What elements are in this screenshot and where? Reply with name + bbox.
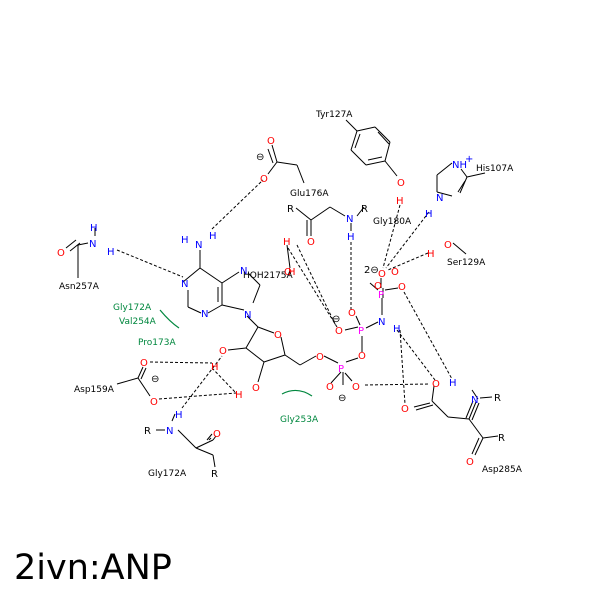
hydrophobic-arc-gly172: [159, 309, 180, 329]
gly180-h: H: [347, 232, 355, 243]
label-asp285: Asp285A: [482, 465, 523, 475]
asp285-r2: R: [498, 433, 505, 444]
gly180-r: R: [287, 204, 294, 215]
his-n: N: [436, 193, 443, 204]
asn-h1: H: [90, 223, 98, 234]
asn-h2: H: [107, 247, 115, 258]
atom-h3prime: H: [235, 390, 243, 401]
atom-o2b: O: [348, 308, 356, 319]
gly180-o: O: [307, 237, 315, 248]
asp285-o2: O: [401, 404, 409, 415]
hydrophobic-arc-gly253: [281, 389, 313, 397]
charge-pg: 2⊖: [364, 265, 379, 276]
atom-n6: N: [195, 240, 202, 251]
atom-n7: N: [240, 266, 247, 277]
atom-n1: N: [181, 279, 188, 290]
atom-h6b: H: [209, 231, 217, 242]
ligand-atoms: N N N H H N N O O H O H O P O O O P O O …: [181, 231, 406, 401]
gly180-r2: R: [361, 204, 368, 215]
hydro-label-val254: Val254A: [119, 317, 157, 327]
asp285-o1: O: [432, 379, 440, 390]
label-tyr127: Tyr127A: [315, 110, 353, 120]
asp159-o1: O: [140, 358, 148, 369]
atom-o2prime: O: [219, 346, 227, 357]
charge-asp159: ⊖: [151, 374, 159, 385]
atom-n3b: N: [378, 317, 385, 328]
hydro-label-pro173: Pro173A: [138, 338, 176, 348]
gly180-n: N: [346, 214, 353, 225]
atom-h6a: H: [181, 235, 189, 246]
atom-h3b: H: [393, 324, 401, 335]
hydrogen-bonds: [116, 179, 453, 409]
tyr-h: H: [396, 196, 404, 207]
asp285-h: H: [449, 378, 457, 389]
atom-pa: P: [338, 364, 344, 375]
atom-o3a: O: [358, 351, 366, 362]
asp285-r: R: [494, 393, 501, 404]
diagram-caption: 2ivn:ANP: [14, 548, 172, 588]
ser-h: H: [427, 249, 435, 260]
gly172-o: O: [213, 429, 221, 440]
gly172-h: H: [175, 410, 183, 421]
label-his107: His107A: [476, 164, 514, 174]
atom-o4prime: O: [274, 330, 282, 341]
charge-glu176: ⊖: [256, 152, 264, 163]
residue-atoms: O H NH + N H O O R O N H R O H O N H H H…: [57, 136, 505, 480]
asp159-o2: O: [150, 397, 158, 408]
hoh-o: O: [284, 267, 292, 278]
label-hoh2175: HOH2175A: [243, 271, 294, 281]
label-asn257: Asn257A: [59, 282, 100, 292]
charges: ⊖ ⊖ 2⊖ ⊖ ⊖: [151, 152, 379, 404]
atom-n9: N: [244, 310, 251, 321]
asn-o: O: [57, 248, 65, 259]
atom-o5prime: O: [316, 352, 324, 363]
atom-o4g: O: [391, 267, 399, 278]
atom-h2prime: H: [211, 362, 219, 373]
gly172-n: N: [166, 426, 173, 437]
label-glu176: Glu176A: [290, 189, 329, 199]
his-nh-plus: NH: [452, 160, 467, 171]
ser-o: O: [444, 240, 452, 251]
atom-o3g: O: [378, 269, 386, 280]
gly172-r: R: [144, 426, 151, 437]
atom-o1b: O: [335, 326, 343, 337]
glu-o2: O: [260, 174, 268, 185]
his-plus: +: [465, 154, 473, 165]
glu-o1: O: [267, 136, 275, 147]
hydro-label-gly253: Gly253A: [280, 415, 319, 425]
atom-o3prime: O: [252, 383, 260, 394]
atom-o2g: O: [398, 282, 406, 293]
atom-n3: N: [201, 309, 208, 320]
his-h: H: [425, 209, 433, 220]
residue-labels: Tyr127A His107A Glu176A Gly180A Ser129A …: [59, 110, 523, 479]
asp285-o3: O: [466, 457, 474, 468]
charge-pa: ⊖: [338, 393, 346, 404]
tyr-oh: O: [397, 178, 405, 189]
hoh-h2: H: [288, 267, 296, 278]
hydrophobic-labels: Gly172A Val254A Pro173A Gly253A: [113, 303, 319, 425]
residue-bonds: [65, 119, 499, 468]
hydrophobic-contacts: [159, 309, 313, 397]
label-asp159: Asp159A: [74, 385, 115, 395]
asp285-n: N: [471, 395, 478, 406]
hoh-h: H: [283, 237, 291, 248]
label-gly180: Gly180A: [373, 217, 412, 227]
ligand-bonds: [182, 250, 399, 385]
label-gly172: Gly172A: [148, 469, 187, 479]
gly172-r2: R: [211, 469, 218, 480]
atom-pb: P: [358, 326, 364, 337]
charge-pb: ⊖: [332, 314, 340, 325]
hydro-label-gly172: Gly172A: [113, 303, 152, 313]
label-ser129: Ser129A: [447, 258, 486, 268]
atom-o1a: O: [326, 382, 334, 393]
atom-o2a: O: [352, 382, 360, 393]
atom-pg: P: [378, 290, 384, 301]
atom-o1g: O: [374, 281, 382, 292]
asn-n: N: [89, 239, 96, 250]
